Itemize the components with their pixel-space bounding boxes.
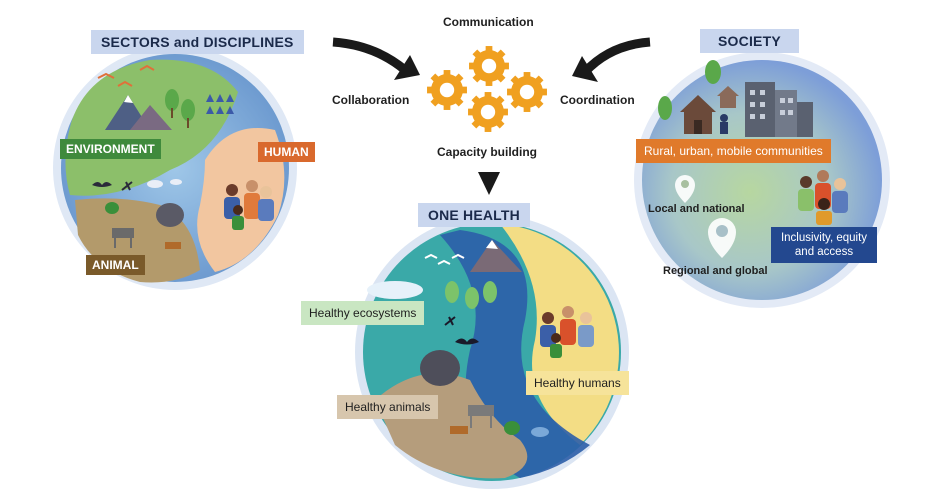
coordination-label: Coordination <box>560 93 635 107</box>
location-pin-icon <box>708 218 736 258</box>
one-health-title: ONE HEALTH <box>418 203 530 227</box>
tree-icon <box>658 96 672 120</box>
bird-icon <box>451 253 465 259</box>
bird-icon <box>117 80 133 87</box>
goat-icon <box>468 405 494 416</box>
gorilla-icon <box>420 350 460 386</box>
gorilla-icon <box>156 203 184 227</box>
goat-icon <box>112 228 134 238</box>
sectors-title: SECTORS and DISCIPLINES <box>91 30 304 54</box>
location-pin-icon <box>675 175 695 203</box>
gear-icon <box>427 70 467 110</box>
fish-icon <box>531 427 549 437</box>
gear-icon <box>469 46 509 86</box>
communication-label: Communication <box>443 15 534 29</box>
mountain-icon <box>470 240 522 272</box>
gear-icon <box>468 92 508 132</box>
bird-icon <box>424 253 438 259</box>
gears-icon <box>427 46 547 132</box>
arrow-right-icon <box>581 37 651 76</box>
arrow-left-icon <box>332 37 408 74</box>
bird-icon <box>139 64 155 71</box>
tree-icon <box>165 89 179 111</box>
house-icon <box>680 86 739 134</box>
city-buildings-icon <box>745 82 813 137</box>
mountain-icon <box>130 105 172 130</box>
dog-icon <box>450 426 468 434</box>
plants-icon <box>206 94 234 114</box>
people-icon <box>224 180 274 230</box>
communities-label: Rural, urban, mobile communities <box>636 139 831 163</box>
tree-icon <box>181 99 195 121</box>
sectors-circle <box>53 46 297 290</box>
dog-icon <box>165 242 181 249</box>
tree-icon <box>445 281 497 309</box>
healthy-ecosystems-label: Healthy ecosystems <box>301 301 425 325</box>
collaboration-label: Collaboration <box>332 93 410 107</box>
environment-label: ENVIRONMENT <box>60 139 161 159</box>
mosquito-icon <box>121 181 133 191</box>
human-label: HUMAN <box>258 142 315 162</box>
society-title: SOCIETY <box>700 29 799 53</box>
gear-icon <box>507 72 547 112</box>
chicken-icon <box>504 421 520 435</box>
cloud-icon <box>367 281 423 299</box>
person-icon <box>720 114 728 122</box>
mosquito-icon <box>444 316 456 326</box>
healthy-animals-label: Healthy animals <box>337 395 439 419</box>
people-icon <box>540 306 594 358</box>
fish-icon <box>147 180 163 188</box>
arrow-down-icon <box>478 172 500 195</box>
bat-icon <box>455 338 479 345</box>
fish-icon <box>170 179 182 185</box>
capacity-building-label: Capacity building <box>437 145 538 159</box>
inclusivity-label: Inclusivity, equity and access <box>771 227 877 263</box>
people-icon <box>798 170 848 225</box>
bird-icon <box>97 72 115 79</box>
one-health-circle <box>355 215 629 489</box>
regional-global-label: Regional and global <box>663 265 768 277</box>
bat-icon <box>92 182 112 187</box>
human-zone <box>197 128 285 272</box>
animal-label: ANIMAL <box>86 255 145 275</box>
chicken-icon <box>105 202 119 214</box>
local-national-label: Local and national <box>648 203 745 215</box>
healthy-humans-label: Healthy humans <box>526 371 629 395</box>
tree-icon <box>705 60 721 84</box>
bird-icon <box>437 259 451 265</box>
